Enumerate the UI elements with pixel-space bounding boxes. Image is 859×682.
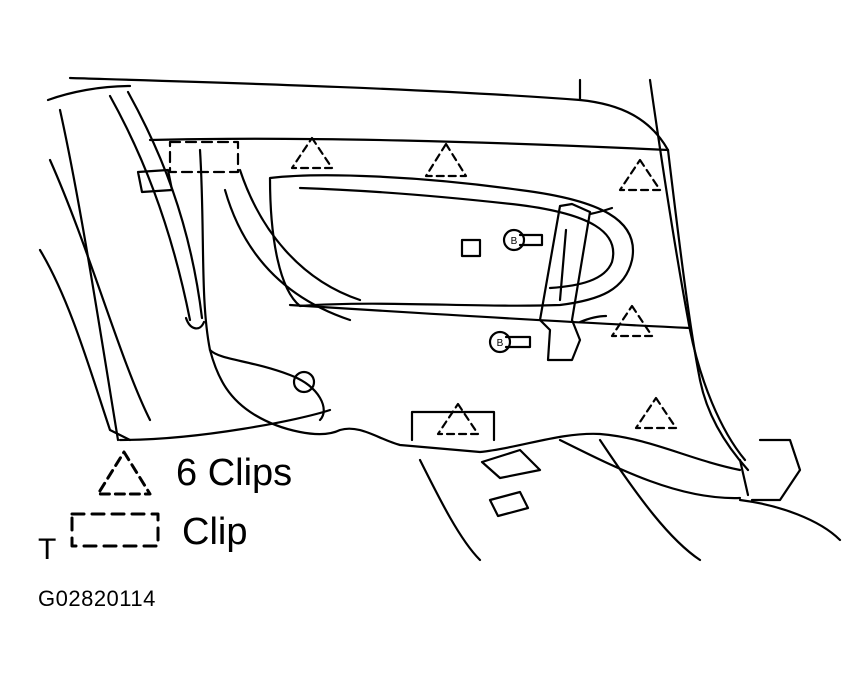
trim-panel-outline [198,148,742,472]
lower-left-sill [118,408,332,442]
rear-corner [738,498,842,542]
legend-triangle-clips-label: 6 Clips [176,452,293,494]
belt-bracket-arrow-top [588,206,614,216]
floor-tab-2 [488,490,530,518]
left-pillar-inner [48,158,152,422]
roof-inner-line [46,84,132,102]
left-pillar-outer [58,108,120,442]
rect-clip-icon [168,140,240,174]
floor-line [418,458,482,562]
belt-bracket-arrow-bottom [578,314,608,324]
triangle-clip-icon [424,142,468,178]
triangle-clip-icon [96,450,152,496]
right-pillar-lip [738,458,750,497]
legend-rect-clip-label: Clip [182,511,248,553]
fastener-nut [460,238,482,258]
clip-recess [410,410,496,442]
seatbelt-buckle [136,168,174,194]
left-pillar-edge [38,248,132,442]
triangle-clip-icon [618,158,662,192]
seatbelt-anchor [184,316,206,330]
panel-belt-line [288,303,692,330]
belt-bracket [538,202,592,362]
trim-panel-lower-edge [208,348,325,422]
seatbelt-strap-right [126,90,204,320]
view-marker: T [38,533,57,566]
triangle-clip-icon [290,136,334,170]
triangle-clip-icon [634,396,678,430]
bolt-label: B [511,236,518,247]
right-pillar-inner [666,148,750,472]
bolt-icon: B [488,330,532,354]
rear-belt [750,438,802,502]
bolt-label: B [497,338,504,349]
trim-panel-bolt-hole [292,370,316,394]
window-opening-inner [298,186,615,290]
bolt-icon: B [502,228,544,252]
right-pillar-outer [648,78,747,462]
triangle-clip-icon [610,304,654,338]
floor-line-2 [598,438,702,562]
triangle-clip-icon [436,402,480,436]
roof-outline [68,76,670,152]
floor-tab [480,448,542,480]
window-curve-2 [223,188,352,322]
floor-edge [558,438,742,500]
window-curve-1 [238,168,362,302]
rect-clip-icon [70,512,160,548]
belt-bracket-slot [558,228,568,302]
header-edge [148,137,670,152]
figure-code: G02820114 [38,586,156,611]
